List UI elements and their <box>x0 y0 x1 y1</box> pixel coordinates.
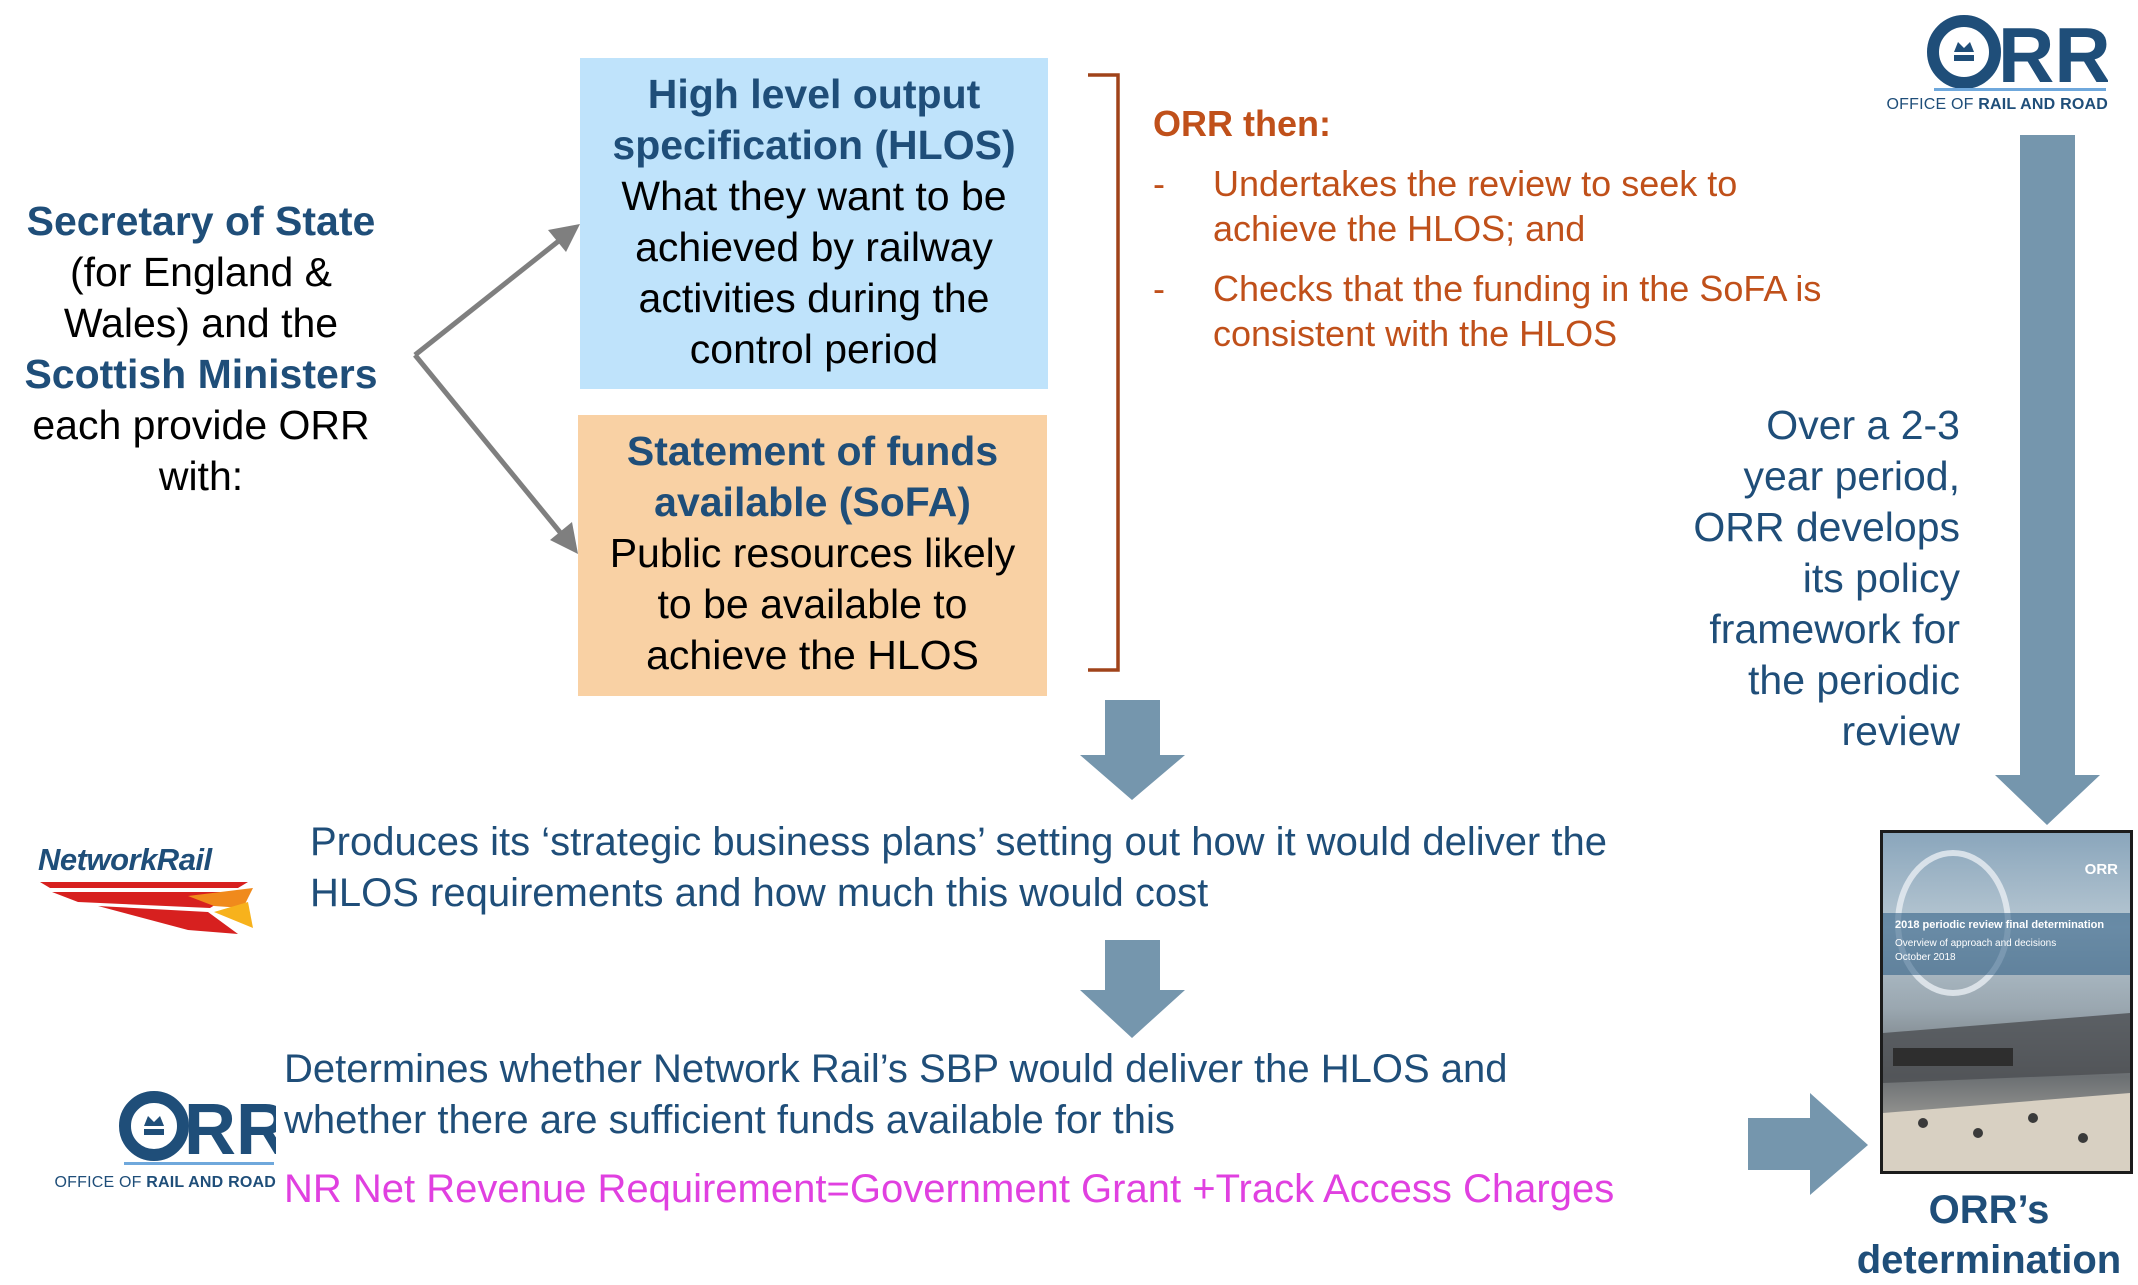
down-arrow-1 <box>1080 700 1185 800</box>
orr-logo-prefix: OFFICE OF <box>1886 96 1979 113</box>
sofa-body-line-3: achieve the HLOS <box>646 632 979 678</box>
intro-secretary-of-state: Secretary of State <box>26 198 376 244</box>
orr-logo-mark: RR <box>119 1090 276 1166</box>
sofa-body-line-2: to be available to <box>657 581 968 627</box>
hlos-body-line-1: What they want to be <box>621 173 1007 219</box>
hlos-body-line-4: control period <box>689 326 939 372</box>
policy-line-7: review <box>1841 708 1960 754</box>
report-title: 2018 periodic review final determination <box>1895 919 2105 931</box>
orr-logo-prefix: OFFICE OF <box>54 1174 147 1191</box>
hlos-title-line-2: specification (HLOS) <box>612 122 1016 168</box>
svg-text:RR: RR <box>184 1090 276 1166</box>
bullet-dash: - <box>1153 268 1165 309</box>
orr-logo-caption: OFFICE OF RAIL AND ROAD <box>34 1174 276 1192</box>
orr-determination-caption: ORR’s determination <box>1840 1185 2138 1285</box>
right-arrow <box>1748 1093 1868 1195</box>
orr-logo-caption: OFFICE OF RAIL AND ROAD <box>1868 96 2108 114</box>
orr-then-item: - Undertakes the review to seek to achie… <box>1153 161 1913 251</box>
policy-line-2: year period, <box>1743 453 1960 499</box>
intro-text: Secretary of State (for England & Wales)… <box>0 196 402 502</box>
orr-logo-top: RR OFFICE OF RAIL AND ROAD <box>1868 10 2109 120</box>
intro-scottish-ministers: Scottish Ministers <box>24 351 378 397</box>
sofa-box: Statement of funds available (SoFA) Publ… <box>578 415 1047 696</box>
orr-then-item: - Checks that the funding in the SoFA is… <box>1153 266 1913 356</box>
split-arrows <box>413 224 580 554</box>
intro-line-3: Wales) and the <box>63 300 339 346</box>
orr-logo-mark: RR <box>1927 11 2108 92</box>
report-date: October 2018 <box>1895 952 1956 963</box>
bullet-dash: - <box>1153 163 1165 204</box>
orr-logo-bottom: RR OFFICE OF RAIL AND ROAD <box>34 1086 277 1196</box>
caption-line-1: ORR’s <box>1928 1188 2050 1232</box>
policy-line-1: Over a 2-3 <box>1766 402 1960 448</box>
orr-determines-text: Determines whether Network Rail’s SBP wo… <box>284 1044 1734 1146</box>
policy-line-5: framework for <box>1709 606 1960 652</box>
sofa-body-line-1: Public resources likely <box>609 530 1016 576</box>
orr-then-item-1-line-2: achieve the HLOS; and <box>1213 208 1586 249</box>
orr-logo-suffix: RAIL AND ROAD <box>146 1174 276 1191</box>
orr-then-item-2-line-1: Checks that the funding in the SoFA is <box>1213 268 1822 309</box>
hlos-body-line-3: activities during the <box>638 275 990 321</box>
hlos-title-line-1: High level output <box>647 71 981 117</box>
policy-framework-text: Over a 2-3 year period, ORR develops its… <box>1620 400 1960 757</box>
revenue-formula: NR Net Revenue Requirement=Government Gr… <box>284 1167 1615 1211</box>
report-cover-image: ORR 2018 periodic review final determina… <box>1880 830 2133 1174</box>
intro-line-2: (for England & <box>69 249 333 295</box>
orr-determines-line-1: Determines whether Network Rail’s SBP wo… <box>284 1047 1508 1091</box>
network-rail-logo: NetworkRail <box>38 842 258 938</box>
policy-line-6: the periodic <box>1748 657 1960 703</box>
caption-line-2: determination <box>1856 1238 2122 1282</box>
intro-line-6: with: <box>158 453 244 499</box>
report-title-band <box>1883 913 2130 975</box>
long-down-arrow <box>1995 135 2100 825</box>
policy-line-3: ORR develops <box>1693 504 1960 550</box>
sofa-title-line-1: Statement of funds <box>626 428 999 474</box>
network-rail-line-1: Produces its ‘strategic business plans’ … <box>310 820 1607 864</box>
svg-text:RR: RR <box>1998 11 2108 92</box>
orr-then-item-2-line-2: consistent with the HLOS <box>1213 313 1618 354</box>
station-photo <box>1883 850 2130 1171</box>
orr-then-item-1-line-1: Undertakes the review to seek to <box>1213 163 1738 204</box>
grouping-bracket <box>1088 73 1120 672</box>
network-rail-text: Produces its ‘strategic business plans’ … <box>310 817 1760 919</box>
report-subtitle: Overview of approach and decisions <box>1895 938 2057 949</box>
hlos-box: High level output specification (HLOS) W… <box>580 58 1048 389</box>
policy-line-4: its policy <box>1802 555 1960 601</box>
down-arrow-2 <box>1080 940 1185 1038</box>
orr-determines-line-2: whether there are sufficient funds avail… <box>284 1098 1175 1142</box>
hlos-body-line-2: achieved by railway <box>635 224 993 270</box>
intro-line-5: each provide ORR <box>32 402 370 448</box>
orr-then-title: ORR then: <box>1153 103 1331 144</box>
network-rail-line-2: HLOS requirements and how much this woul… <box>310 871 1209 915</box>
orr-logo-suffix: RAIL AND ROAD <box>1978 96 2108 113</box>
network-rail-swoosh-icon <box>40 882 253 934</box>
network-rail-wordmark: NetworkRail <box>38 842 212 877</box>
orr-then-panel: ORR then: - Undertakes the review to see… <box>1153 101 1913 371</box>
sofa-title-line-2: available (SoFA) <box>654 479 971 525</box>
report-orr-mini-logo: ORR <box>2084 861 2118 878</box>
